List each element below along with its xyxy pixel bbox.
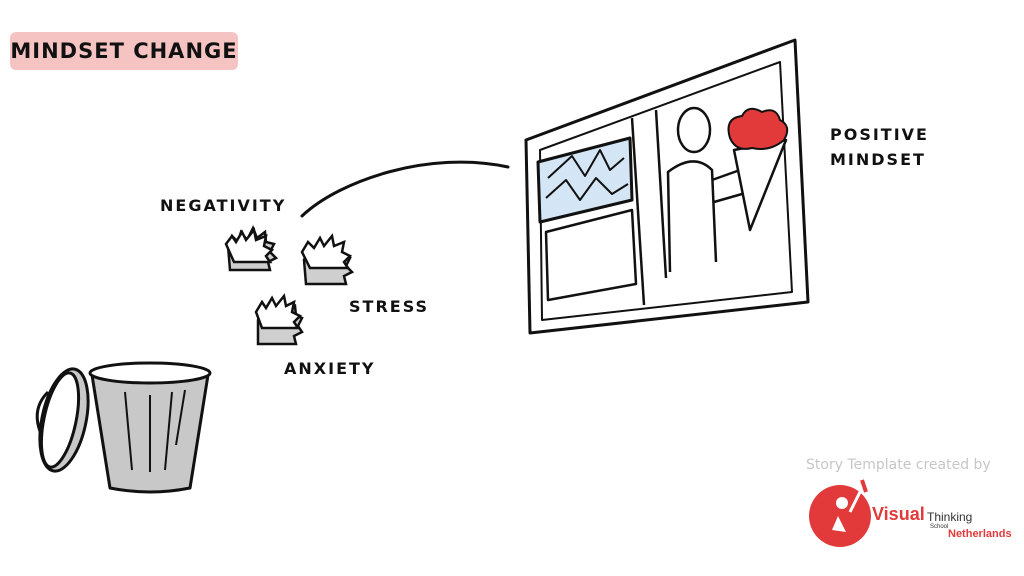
label-positive-mindset: POSITIVE MINDSET: [830, 122, 929, 172]
picture-frame-icon: [524, 38, 810, 335]
crumpled-paper-stress-icon: [300, 233, 355, 286]
label-positive-line1: POSITIVE: [830, 125, 929, 144]
logo-word-visual: Visual: [872, 504, 925, 524]
logo-word-thinking: Thinking: [927, 510, 973, 524]
logo-word-netherlands: Netherlands: [948, 528, 1012, 540]
label-stress: STRESS: [349, 297, 430, 316]
page-title: MINDSET CHANGE: [10, 39, 238, 63]
logo-word-school: School: [930, 524, 949, 530]
label-negativity: NEGATIVITY: [160, 196, 287, 215]
label-positive-line2: MINDSET: [830, 150, 926, 169]
trash-bin-icon: [35, 361, 212, 494]
crumpled-paper-negativity-icon: [224, 224, 279, 272]
visual-thinking-school-logo-icon: [809, 479, 871, 547]
label-anxiety: ANXIETY: [284, 359, 376, 378]
crumpled-paper-anxiety-icon: [254, 293, 304, 346]
title-badge: MINDSET CHANGE: [10, 32, 238, 70]
credit-text: Story Template created by: [806, 457, 991, 473]
connector-curve: [300, 160, 510, 218]
